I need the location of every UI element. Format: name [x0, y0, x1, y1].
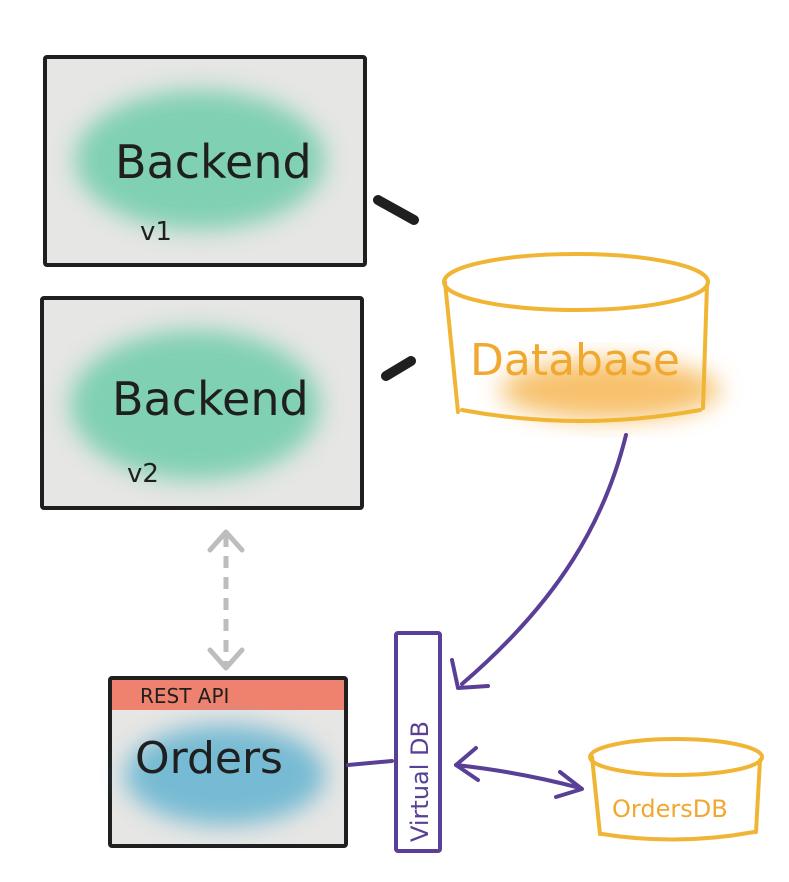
virtual-db-frame	[394, 631, 442, 853]
backend-v1-box: Backend v1	[43, 55, 367, 267]
orders-to-virtual-connector	[346, 759, 394, 767]
database-label: Database	[470, 335, 680, 386]
ordersdb-top	[588, 737, 764, 777]
rest-api-wash	[112, 680, 344, 710]
backend-v2-wash	[70, 330, 320, 480]
dashed-link-head-up	[207, 529, 245, 553]
ordersdb-left-side	[590, 755, 602, 836]
backend-v2-title: Backend	[112, 372, 309, 426]
backend-v2-connector	[381, 356, 416, 381]
dashed-link-head-down	[207, 647, 245, 671]
curved-arrow-icon	[450, 433, 628, 690]
virtual-to-ordersdb-head-right	[554, 770, 584, 799]
virtual-to-ordersdb-head-left	[454, 746, 480, 782]
virtual-db-label: Virtual DB	[406, 721, 434, 842]
ordersdb-bottom	[600, 830, 756, 842]
rest-api-label: REST API	[140, 684, 229, 708]
database-wash	[500, 360, 720, 420]
backend-v1-title: Backend	[115, 135, 312, 189]
backend-v1-connector	[373, 195, 419, 225]
database-top	[442, 252, 710, 312]
orders-title: Orders	[135, 733, 283, 784]
ordersdb-right-side	[754, 758, 762, 834]
double-headed-dashed-arrow-icon	[207, 529, 245, 671]
backend-v2-version: v2	[127, 459, 159, 489]
database-cylinder: Database	[442, 252, 720, 423]
db-to-virtual-head	[450, 658, 490, 690]
backend-v1-version: v1	[140, 217, 172, 247]
ordersdb-label: OrdersDB	[612, 795, 728, 823]
double-headed-arrow-icon	[454, 746, 584, 799]
ordersdb-cylinder: OrdersDB	[588, 737, 764, 842]
database-bottom	[460, 408, 702, 423]
db-to-virtual-line	[460, 433, 628, 686]
database-right-side	[701, 283, 709, 410]
orders-box: REST API Orders	[108, 676, 348, 848]
virtual-to-ordersdb-line	[454, 763, 582, 790]
backend-v2-box: Backend v2	[40, 296, 364, 510]
database-left-side	[443, 280, 460, 414]
orders-wash	[125, 725, 325, 825]
virtual-db-box: Virtual DB	[394, 631, 442, 853]
backend-v1-wash	[75, 90, 325, 230]
